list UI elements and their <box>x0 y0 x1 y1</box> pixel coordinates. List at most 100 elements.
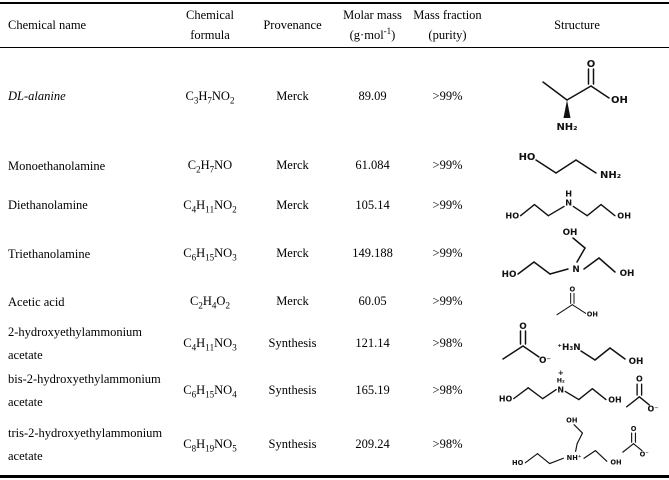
atom-label: O⁻ <box>639 451 649 459</box>
atom-label: NH₂ <box>600 170 621 181</box>
molar-mass: 121.14 <box>355 335 390 350</box>
structure-cell: OH NH⁺ HO OH O O⁻ <box>485 414 669 475</box>
atom-label: O⁻ <box>539 356 551 366</box>
structure-acetic-acid-image: O OH <box>556 285 598 319</box>
chemical-name-cell: bis-2-hydroxyethylammonium acetate <box>0 367 170 414</box>
provenance: Merck <box>276 88 309 103</box>
chemical-formula: C6H15NO4 <box>183 382 237 400</box>
molar-mass: 89.09 <box>358 88 387 103</box>
purity: >98% <box>432 382 463 397</box>
atom-label: + <box>558 368 564 377</box>
header-label: formula <box>190 27 230 42</box>
atom-label: OH <box>610 458 621 466</box>
structure-cell: OH N HO OH <box>485 224 669 284</box>
molar-mass-cell: 121.14 <box>335 320 410 367</box>
chemical-name-cell: Monoethanolamine <box>0 145 170 187</box>
structure-monoethanolamine-image: HO NH₂ <box>519 152 622 181</box>
molar-mass: 61.084 <box>355 158 390 173</box>
molar-mass-cell: 105.14 <box>335 187 410 224</box>
chemical-name: bis-2-hydroxyethylammonium acetate <box>8 372 161 409</box>
header-label: (g·mol-1) <box>349 25 396 42</box>
provenance-cell: Merck <box>250 48 335 145</box>
molar-mass: 165.19 <box>355 382 390 397</box>
atom-label: OH <box>617 210 631 220</box>
atom-label: N <box>565 198 572 208</box>
purity-cell: >98% <box>410 367 485 414</box>
formula-cell: C2H4O2 <box>170 284 250 320</box>
purity-cell: >99% <box>410 48 485 145</box>
molar-mass: 209.24 <box>355 436 390 451</box>
provenance-cell: Synthesis <box>250 367 335 414</box>
header-label: Provenance <box>263 17 322 32</box>
purity: >99% <box>432 246 463 261</box>
chemical-name-cell: tris-2-hydroxyethylammonium acetate <box>0 414 170 475</box>
atom-label: H <box>565 188 572 198</box>
purity-cell: >99% <box>410 224 485 284</box>
atom-label: O⁻ <box>647 404 658 413</box>
provenance: Merck <box>276 246 309 261</box>
chemical-name: DL-alanine <box>8 89 66 104</box>
atom-label: O <box>587 59 596 70</box>
molar-mass: 149.188 <box>352 246 393 261</box>
provenance-cell: Merck <box>250 187 335 224</box>
header-label: (purity) <box>428 27 467 42</box>
chemical-name-cell: 2-hydroxyethylammonium acetate <box>0 320 170 367</box>
formula-cell: C4H11NO3 <box>170 320 250 367</box>
atom-label: OH <box>611 95 627 106</box>
purity-cell: >98% <box>410 320 485 367</box>
formula-cell: C2H7NO <box>170 145 250 187</box>
provenance: Merck <box>276 197 309 212</box>
provenance-cell: Merck <box>250 145 335 187</box>
header-chemical-name: Chemical name <box>0 4 170 48</box>
atom-label: O <box>519 322 527 332</box>
atom-label: OH <box>566 416 577 424</box>
atom-label: N <box>557 385 564 394</box>
molar-mass-cell: 149.188 <box>335 224 410 284</box>
header-label: Molar mass <box>343 8 402 23</box>
atom-label: ⁺H₃N <box>557 343 580 353</box>
purity: >99% <box>432 158 463 173</box>
header-provenance: Provenance <box>250 4 335 48</box>
chemical-name: tris-2-hydroxyethylammonium acetate <box>8 426 163 463</box>
molar-mass-cell: 89.09 <box>335 48 410 145</box>
header-label: Chemical <box>186 8 234 23</box>
purity-cell: >99% <box>410 284 485 320</box>
atom-label: HO <box>511 459 523 467</box>
structure-cell: O O⁻ ⁺H₃N OH <box>485 320 669 367</box>
structure-tris-2-hydroxyethylammonium-acetate-image: OH NH⁺ HO OH O O⁻ <box>511 416 649 467</box>
structure-2-hydroxyethylammonium-acetate-image: O O⁻ ⁺H₃N OH <box>502 322 643 366</box>
header-label: Structure <box>554 17 600 32</box>
header-chemical-formula: Chemical formula <box>170 4 250 48</box>
purity: >99% <box>432 88 463 103</box>
provenance: Merck <box>276 294 309 309</box>
provenance: Synthesis <box>268 382 317 397</box>
purity: >98% <box>432 436 463 451</box>
molar-mass-cell: 165.19 <box>335 367 410 414</box>
purity-cell: >99% <box>410 145 485 187</box>
atom-label: OH <box>563 228 578 238</box>
structure-cell: O OH <box>485 284 669 320</box>
provenance-cell: Merck <box>250 224 335 284</box>
purity-cell: >99% <box>410 187 485 224</box>
chemical-name: Monoethanolamine <box>8 158 106 173</box>
chemical-formula: C4H11NO2 <box>183 197 237 215</box>
atom-label: OH <box>608 395 621 404</box>
molar-mass: 60.05 <box>358 294 387 309</box>
formula-cell: C6H15NO4 <box>170 367 250 414</box>
provenance-cell: Synthesis <box>250 414 335 475</box>
structure-cell: HO NH₂ <box>485 145 669 187</box>
atom-label: NH⁺ <box>566 454 581 462</box>
formula-cell: C4H11NO2 <box>170 187 250 224</box>
chemical-name-cell: Acetic acid <box>0 284 170 320</box>
structure-triethanolamine-image: OH N HO OH <box>502 228 635 280</box>
molar-mass-cell: 61.084 <box>335 145 410 187</box>
structure-cell: HO + H₂ N OH O O⁻ <box>485 367 669 414</box>
atom-label: NH₂ <box>556 122 577 133</box>
provenance: Merck <box>276 158 309 173</box>
header-label: Mass fraction <box>413 8 482 23</box>
chemical-name-cell: DL-alanine <box>0 48 170 145</box>
molar-mass-cell: 209.24 <box>335 414 410 475</box>
purity-cell: >98% <box>410 414 485 475</box>
chemical-name: Triethanolamine <box>8 246 91 261</box>
atom-label: HO <box>505 210 519 220</box>
